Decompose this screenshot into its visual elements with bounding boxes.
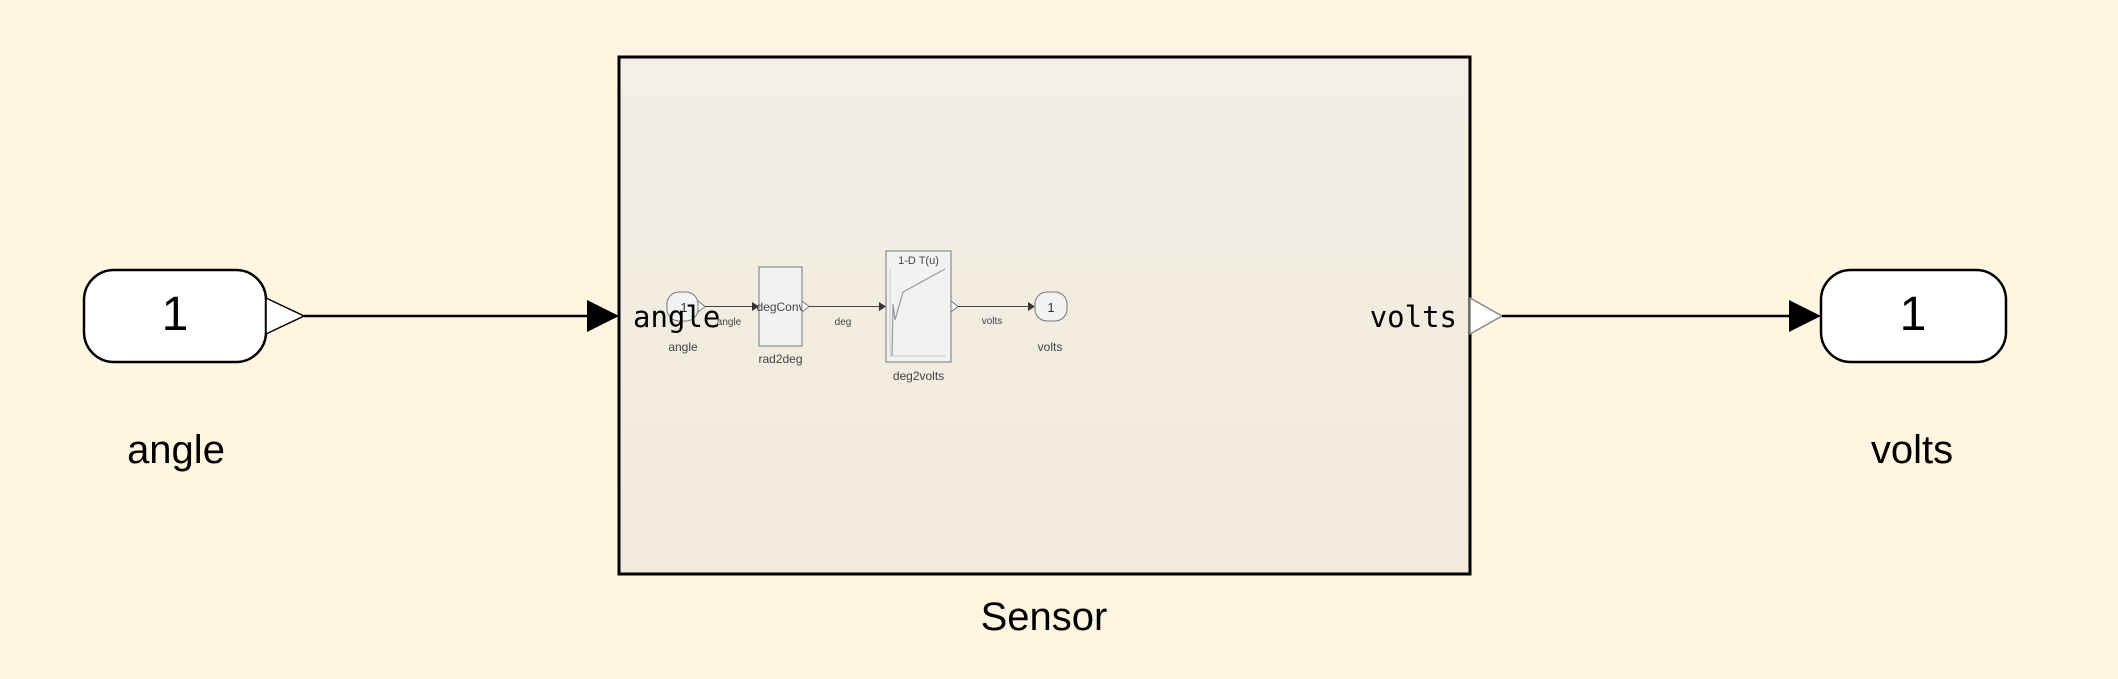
signal-label-angle: angle [717,317,742,328]
lookup-name: deg2volts [893,369,944,383]
lookup-title: 1-D T(u) [898,255,939,267]
inner-outport-number: 1 [1047,300,1054,315]
arrowhead-icon [587,300,619,332]
inport-angle[interactable]: 1 [82,268,306,364]
lookup-axes-icon [889,269,946,357]
subsystem-output-port-label: volts [1370,300,1457,334]
outport-number: 1 [1900,288,1927,341]
inner-outport-name: volts [1038,340,1063,354]
subsystem-input-port-label: angle [633,300,720,334]
inner-inport-name: angle [668,340,698,354]
signal-label-deg: deg [835,317,852,328]
subsystem-sensor[interactable]: 1 angle angle degConv rad2deg deg 1-D T(… [617,55,1504,576]
arrowhead-icon [1789,300,1821,332]
outport-volts[interactable]: 1 [1819,268,2008,364]
outport-label: volts [1871,428,1953,472]
gain-block-name: rad2deg [758,352,802,366]
inport-number: 1 [162,288,189,341]
signal-label-volts: volts [982,316,1003,327]
output-port-triangle-icon [1469,296,1504,336]
lookup-curve-icon [891,268,946,357]
inport-label: angle [127,428,225,472]
inner-inport-number: 1 [680,300,687,315]
output-port-triangle-icon [265,296,306,336]
subsystem-preview: 1 angle angle degConv rad2deg deg 1-D T(… [666,250,1068,383]
gain-block-text: degConv [756,300,804,314]
subsystem-name: Sensor [981,595,1108,639]
